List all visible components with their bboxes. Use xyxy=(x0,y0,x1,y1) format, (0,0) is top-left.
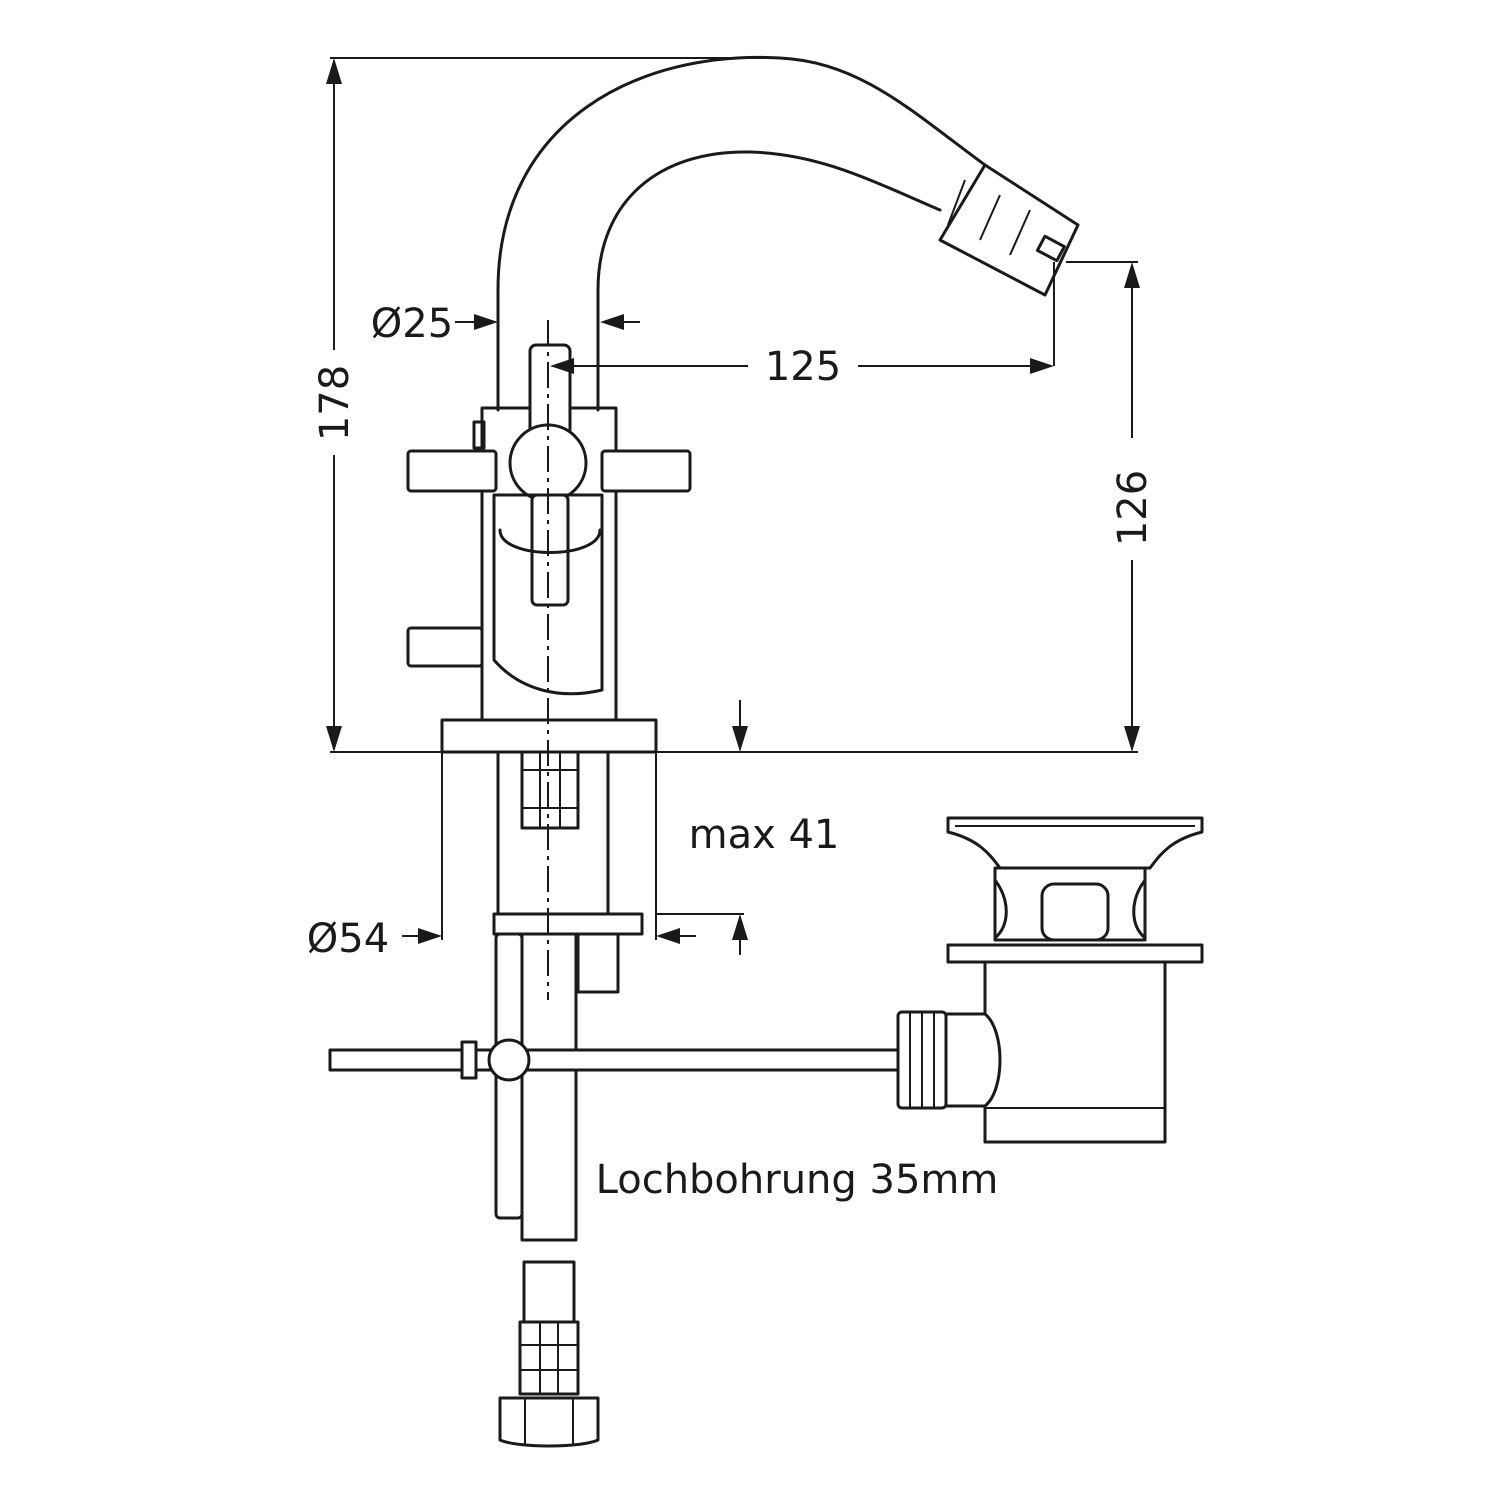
mixer-body xyxy=(406,343,692,722)
label-total-height: 178 xyxy=(312,365,358,441)
label-spout-height: 126 xyxy=(1110,470,1156,546)
dimension-base-diameter: Ø54 xyxy=(307,752,696,962)
supply-hose-connector xyxy=(498,1260,600,1448)
dimension-spout-height: 126 xyxy=(1066,261,1156,752)
label-spout-reach: 125 xyxy=(765,344,841,390)
pop-up-linkage xyxy=(328,1038,912,1082)
label-hole-size: Lochbohrung 35mm xyxy=(596,1157,999,1203)
label-deck-thickness: max 41 xyxy=(689,812,840,858)
dimension-spout-reach: 125 xyxy=(550,262,1055,390)
dimension-deck-thickness: max 41 xyxy=(656,700,839,955)
dimension-pipe-diameter: Ø25 xyxy=(371,301,640,347)
fixing-assembly xyxy=(492,750,644,1242)
label-base-diameter: Ø54 xyxy=(307,916,389,962)
label-pipe-diameter: Ø25 xyxy=(371,301,453,347)
dimension-total-height: 178 xyxy=(312,57,1138,753)
pop-up-waste xyxy=(896,816,1204,1144)
